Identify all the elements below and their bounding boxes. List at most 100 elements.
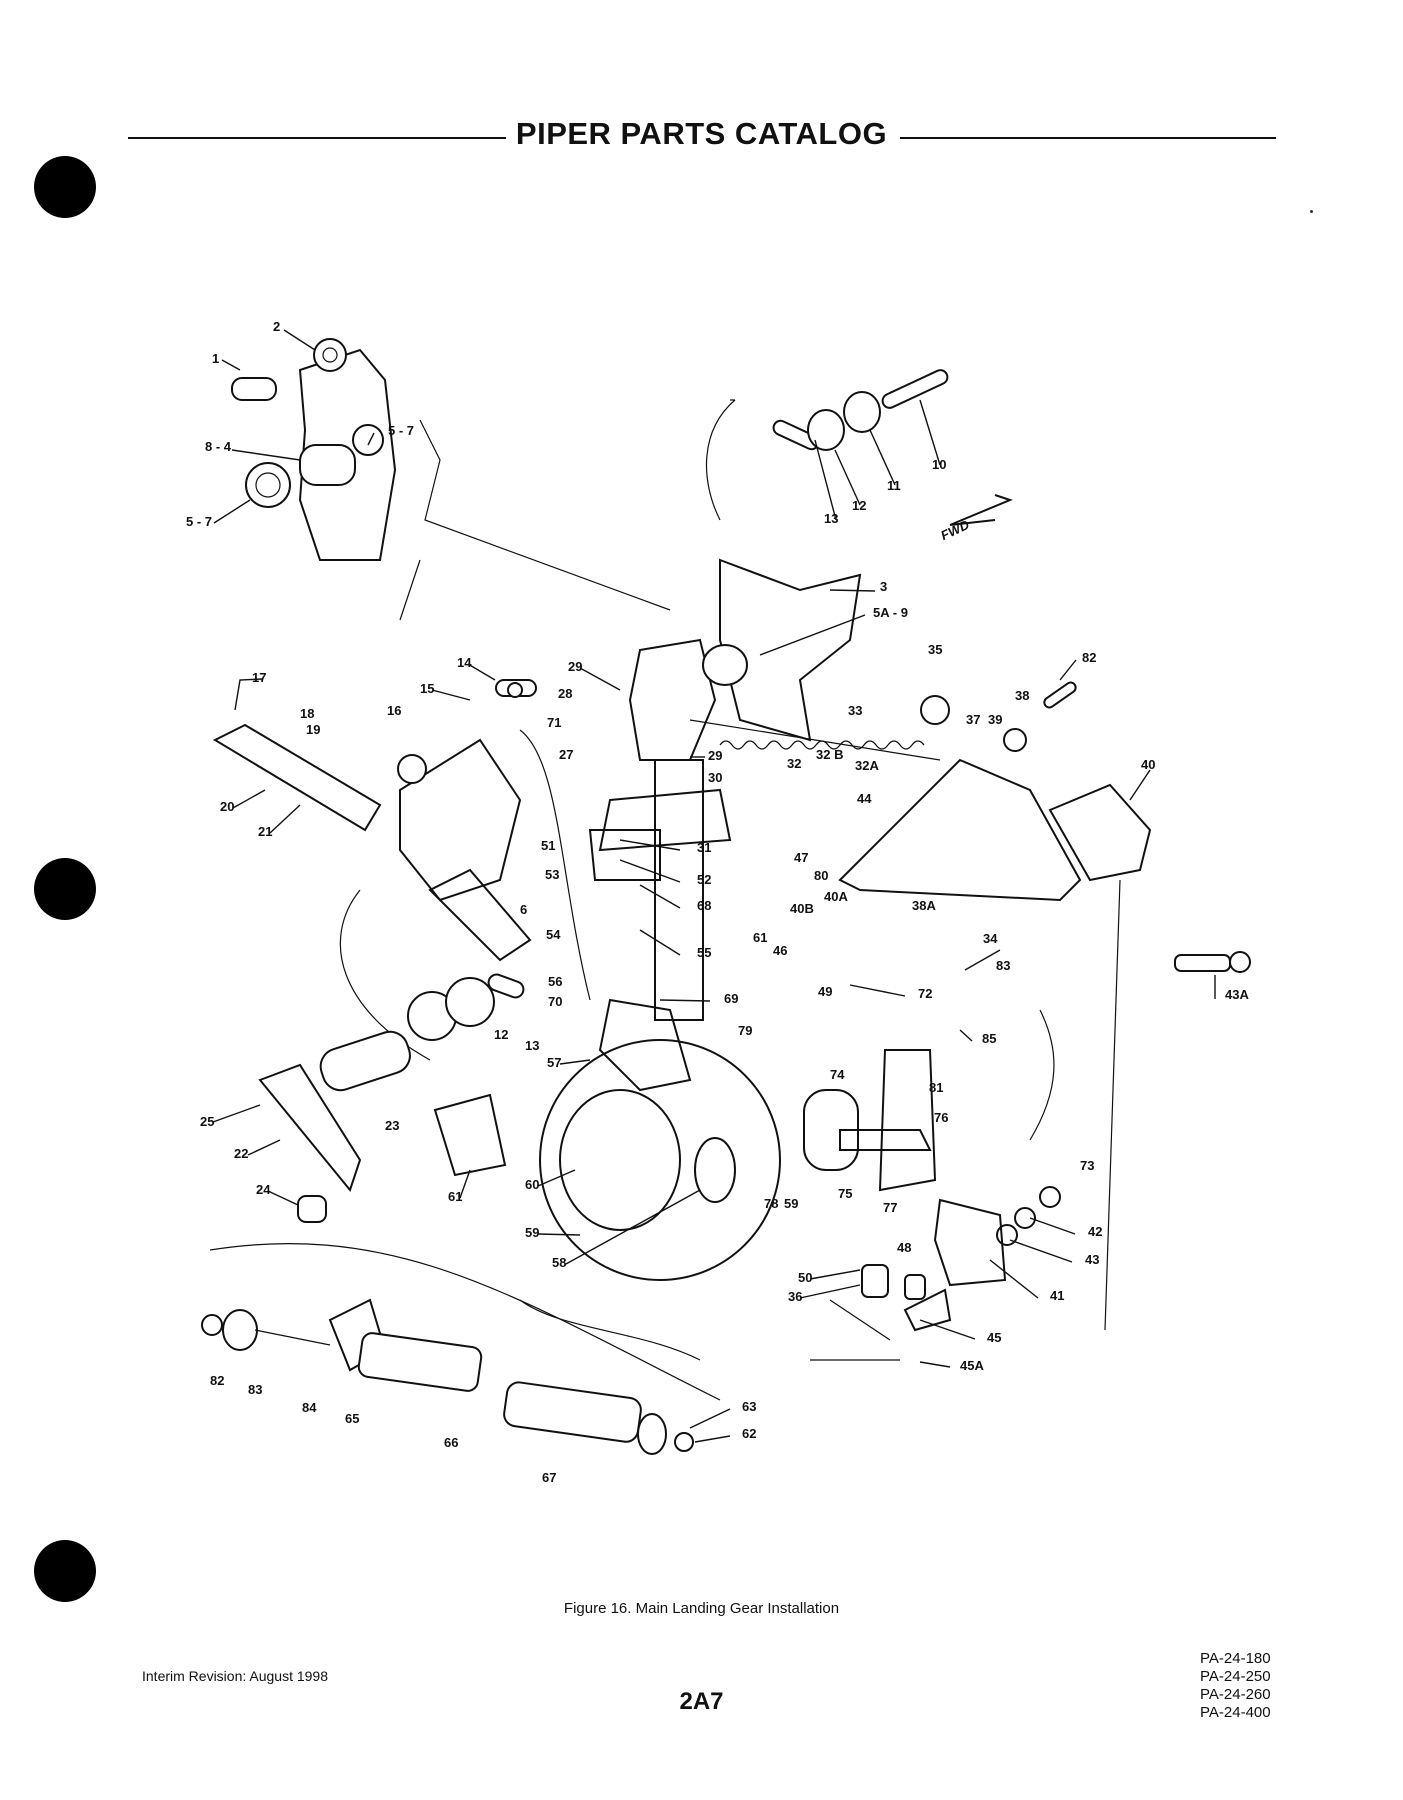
callout-number: 46 xyxy=(773,943,787,958)
binder-hole-top xyxy=(34,156,96,218)
wheel-and-tire xyxy=(539,998,937,1281)
figure-caption: Figure 16. Main Landing Gear Installatio… xyxy=(563,1600,840,1617)
callout-number: 82 xyxy=(1082,650,1096,665)
callout-number: 42 xyxy=(1088,1224,1102,1239)
callout-number: 67 xyxy=(542,1470,556,1485)
forward-direction-label: FWD xyxy=(938,517,972,543)
page-number: 2A7 xyxy=(679,1688,724,1715)
callout-number: 69 xyxy=(724,991,738,1006)
callout-number: 62 xyxy=(742,1426,756,1441)
callout-number: 49 xyxy=(818,984,832,999)
callout-number: 53 xyxy=(545,867,559,882)
callout-number: 38A xyxy=(912,898,936,913)
brake-parts xyxy=(810,879,1121,1361)
binder-hole-middle xyxy=(34,858,96,920)
callout-number: 50 xyxy=(798,1270,812,1285)
callout-number: 57 xyxy=(547,1055,561,1070)
callout-number: 40 xyxy=(1141,757,1155,772)
callout-number: 47 xyxy=(794,850,808,865)
callout-number: 68 xyxy=(697,898,711,913)
callout-number: 54 xyxy=(546,927,561,942)
callout-number: 73 xyxy=(1080,1158,1094,1173)
callout-number: 25 xyxy=(200,1114,214,1129)
callout-number: 80 xyxy=(814,868,828,883)
crank-assembly xyxy=(258,973,525,1223)
callout-number: 37 xyxy=(966,712,980,727)
callout-number: 28 xyxy=(558,686,572,701)
page-title-text: PIPER PARTS CATALOG xyxy=(505,116,898,151)
callout-number: 11 xyxy=(887,478,901,493)
actuator-tube-assembly xyxy=(201,1243,721,1455)
callout-number: 41 xyxy=(1050,1288,1064,1303)
callout-number: 14 xyxy=(457,655,472,670)
model-item: PA-24-250 xyxy=(1200,1668,1271,1685)
binder-hole-bottom xyxy=(34,1540,96,1602)
upper-pin-set xyxy=(705,369,1013,526)
callout-number: 39 xyxy=(988,712,1002,727)
callout-number: 23 xyxy=(385,1118,399,1133)
callout-number: 3 xyxy=(880,579,887,594)
callout-number: 29 xyxy=(708,748,722,763)
callout-number: 55 xyxy=(697,945,711,960)
callout-number: 17 xyxy=(252,670,266,685)
callout-number: 72 xyxy=(918,986,932,1001)
upper-bracket-assembly xyxy=(231,338,671,621)
callout-number: 43A xyxy=(1225,987,1249,1002)
callout-number: 29 xyxy=(568,659,582,674)
page-title: PIPER PARTS CATALOG xyxy=(0,116,1403,152)
callout-number: 32A xyxy=(855,758,879,773)
callout-number: 66 xyxy=(444,1435,458,1450)
callout-number: 56 xyxy=(548,974,562,989)
callout-number: 5 - 7 xyxy=(388,423,414,438)
leader-lines xyxy=(212,329,1216,1443)
callout-number: 65 xyxy=(345,1411,359,1426)
callout-number: 15 xyxy=(420,681,434,696)
callout-number: 8 - 4 xyxy=(205,439,232,454)
callout-number: 79 xyxy=(738,1023,752,1038)
callout-number: 19 xyxy=(306,722,320,737)
model-list: PA-24-180 PA-24-250 PA-24-260 PA-24-400 xyxy=(1200,1650,1271,1722)
callout-number: 59 xyxy=(525,1225,539,1240)
callout-number: 20 xyxy=(220,799,234,814)
callout-number: 83 xyxy=(248,1382,262,1397)
header-rule-left xyxy=(128,137,510,139)
model-item: PA-24-400 xyxy=(1200,1704,1271,1721)
callout-number: 77 xyxy=(883,1200,897,1215)
callout-number: 51 xyxy=(541,838,555,853)
callout-number: 44 xyxy=(857,791,872,806)
callout-number: 13 xyxy=(525,1038,539,1053)
callout-number: 76 xyxy=(934,1110,948,1125)
callout-number: 13 xyxy=(824,511,838,526)
callout-number: 24 xyxy=(256,1182,271,1197)
callout-number: 10 xyxy=(932,457,946,472)
callout-number: 22 xyxy=(234,1146,248,1161)
callout-number: 27 xyxy=(559,747,573,762)
callout-number: 5A - 9 xyxy=(873,605,908,620)
callout-number: 31 xyxy=(697,840,711,855)
callout-number: 59 xyxy=(784,1196,798,1211)
trunnion-and-strut xyxy=(588,558,941,1021)
spring-and-link xyxy=(719,681,1251,973)
speck xyxy=(1310,210,1313,213)
callout-number: 2 xyxy=(273,319,280,334)
model-item: PA-24-260 xyxy=(1200,1686,1271,1703)
callout-number: 6 xyxy=(520,902,527,917)
callout-number: 70 xyxy=(548,994,562,1009)
callout-number: 35 xyxy=(928,642,942,657)
callout-number: 21 xyxy=(258,824,272,839)
callout-number: 12 xyxy=(852,498,866,513)
callout-number: 78 xyxy=(764,1196,778,1211)
callout-number: 83 xyxy=(996,958,1010,973)
callout-number: 45 xyxy=(987,1330,1001,1345)
callout-number: 33 xyxy=(848,703,862,718)
callout-number: 74 xyxy=(830,1067,845,1082)
model-item: PA-24-180 xyxy=(1200,1650,1271,1667)
callout-number: 71 xyxy=(547,715,561,730)
callout-number: 58 xyxy=(552,1255,566,1270)
callout-number: 1 xyxy=(212,351,219,366)
callout-number: 30 xyxy=(708,770,722,785)
callout-number: 61 xyxy=(448,1189,462,1204)
callout-number: 36 xyxy=(788,1289,802,1304)
